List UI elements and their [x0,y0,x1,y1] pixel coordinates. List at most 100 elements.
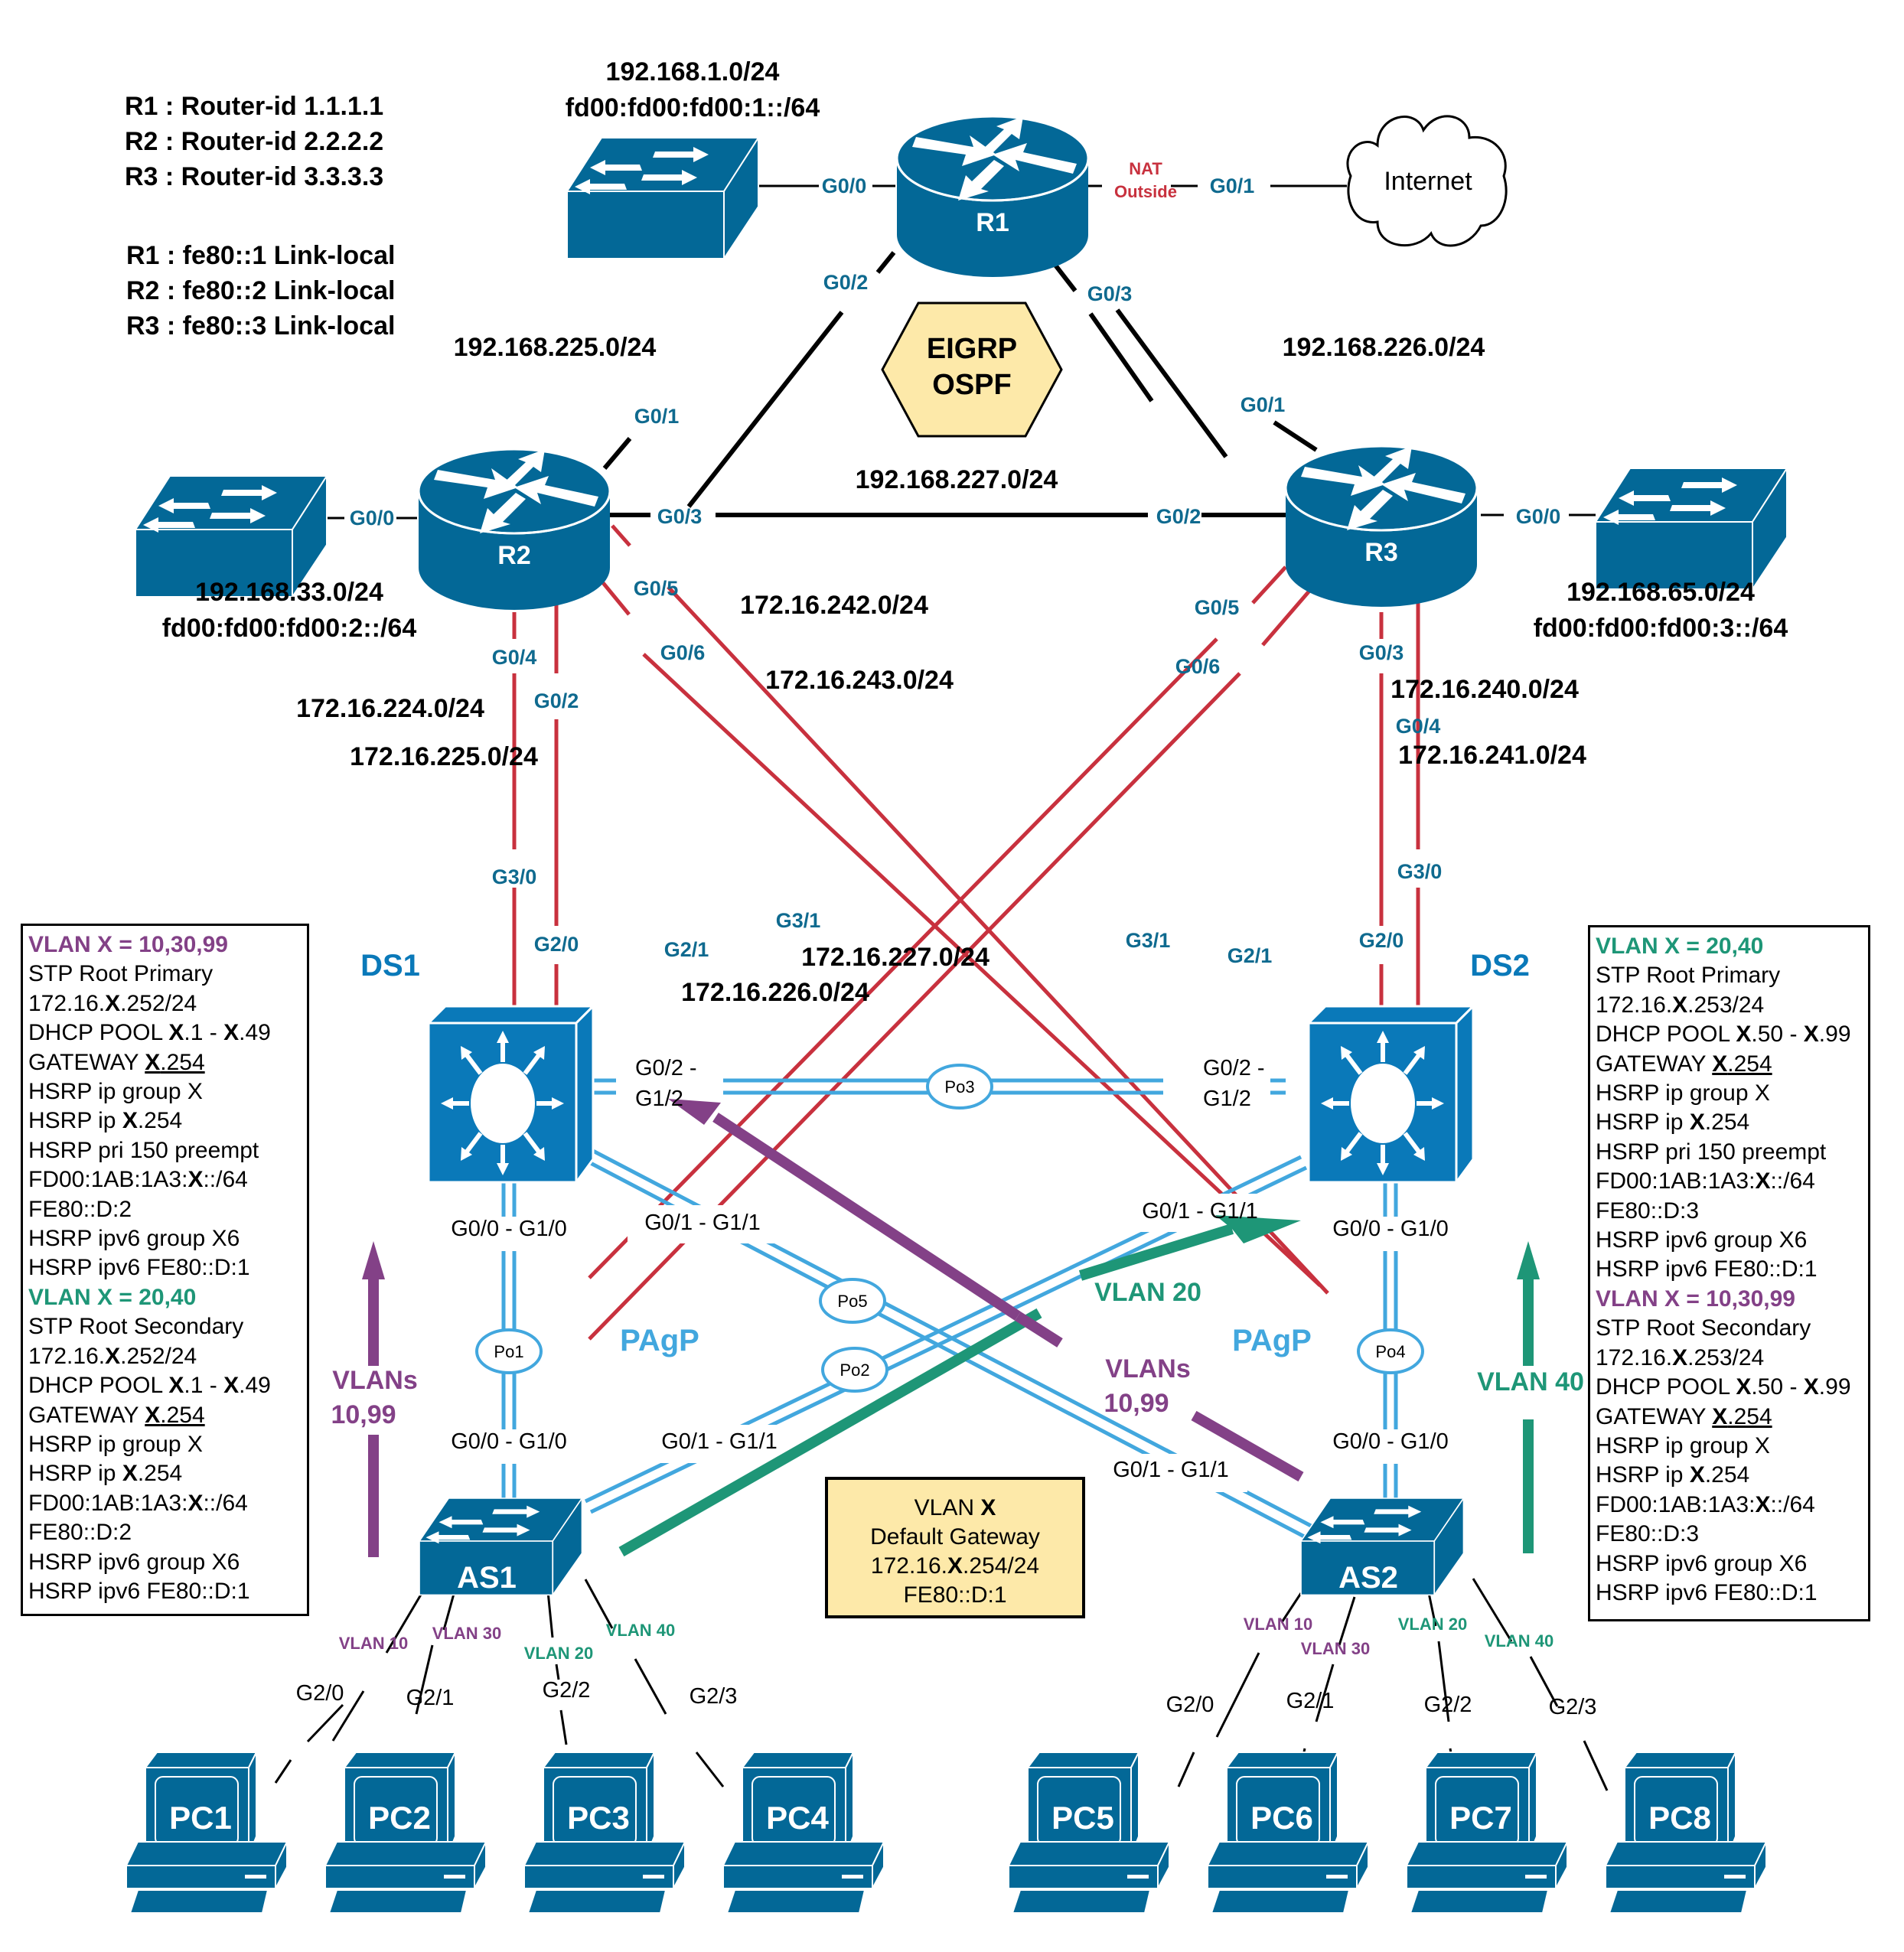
multilayer-switch-ds1[interactable] [429,1006,593,1182]
access-port-labels: VLAN 10 VLAN 30 VLAN 20 VLAN 40 G2/0 G2/… [296,1615,1597,1719]
as2-vlan20: VLAN 20 [1398,1615,1467,1634]
link-r1-r2 [686,311,844,508]
ds2-config-line: FD00:1AB:1A3:X::/64 [1596,1491,1815,1517]
link-local-r3: R3 : fe80::3 Link-local [126,311,395,341]
as2-port-g21: G2/1 [1286,1689,1335,1713]
pc8-label: PC8 [1648,1800,1711,1836]
port-r1-g01: G0/1 [1210,174,1255,197]
port-labels: G0/0 G0/1 G0/2 G0/3 G0/1 G0/1 G0/0 G0/3 … [350,174,1561,967]
port-r2-g03: G0/3 [657,505,703,528]
net-r2-ds1-a: 172.16.224.0/24 [296,694,484,723]
ds2-config-line: STP Root Secondary [1596,1315,1811,1341]
pc3-label: PC3 [567,1800,630,1836]
pc2-label: PC2 [368,1800,431,1836]
router-r2[interactable]: R2 [417,448,611,611]
ds2-config-line: DHCP POOL X.50 - X.99 [1596,1022,1851,1048]
net-r2-lan-v4: 192.168.33.0/24 [195,578,383,607]
vlan-flow-right: VLAN 40 [1477,1367,1584,1396]
lan-switch-r3[interactable] [1595,468,1788,590]
ds1-config-line: VLAN X = 10,30,99 [28,932,228,957]
link-r1-r3-mid [1115,308,1228,458]
pc-3[interactable]: PC3 [523,1752,686,1914]
pc1-label: PC1 [169,1800,232,1836]
po4-label: Po4 [1375,1342,1405,1361]
po5-label: Po5 [837,1292,867,1311]
router-r1[interactable]: R1 [895,115,1090,279]
net-r2-ds2-a: 172.16.242.0/24 [740,591,928,620]
as2-label: AS2 [1338,1561,1398,1595]
ds1-name: DS1 [360,949,420,983]
port-r1-g02: G0/2 [823,271,869,294]
access-switch-as1[interactable]: AS1 [419,1497,583,1596]
vlan-right-arrow-shaft-b [1523,1419,1534,1553]
ds1-config-line: HSRP ipv6 FE80::D:1 [28,1578,250,1604]
access-switch-as2[interactable]: AS2 [1300,1497,1465,1596]
net-r3-lan-v6: fd00:fd00:fd00:3::/64 [1534,614,1788,643]
internet-cloud[interactable]: Internet [1346,115,1508,247]
protocol-eigrp: EIGRP [927,333,1017,365]
vlan-flow-left-line2: 10,99 [331,1400,396,1429]
vlan20-arrow-head [1215,1215,1301,1243]
pc-4[interactable]: PC4 [722,1752,885,1914]
net-r2-ds1-b: 172.16.225.0/24 [350,742,538,771]
ds1-config-line: FE80::D:2 [28,1520,132,1546]
net-r3-ds1-a: 172.16.227.0/24 [801,943,989,972]
ds1-config-line: HSRP ipv6 FE80::D:1 [28,1255,250,1281]
as1-po2-ports: G0/1 - G1/1 [661,1429,778,1454]
ds2-name: DS2 [1470,949,1530,983]
vlan-flow-center-green: VLAN 20 [1094,1278,1201,1307]
as2-po5-ports: G0/1 - G1/1 [1113,1458,1229,1482]
port-r3-g02: G0/2 [1156,505,1201,528]
as1-port-g22: G2/2 [543,1678,591,1703]
lan-switch-r1[interactable] [566,137,759,259]
r1-label: R1 [976,208,1009,237]
ds2-po4-ports: G0/0 - G1/0 [1332,1217,1449,1241]
net-r2-ds2-b: 172.16.243.0/24 [765,666,954,695]
vlan10-arrow-shaft-b [1015,1312,1063,1347]
ds2-po3-ports-b: G1/2 [1203,1087,1251,1111]
ds1-config-line: FD00:1AB:1A3:X::/64 [28,1167,248,1193]
ds1-po1-ports: G0/0 - G1/0 [451,1217,567,1241]
net-r3-ds1-b: 172.16.226.0/24 [681,978,869,1007]
vlan-left-arrow-shaft-b [368,1435,379,1557]
ds2-config-line: 172.16.X.253/24 [1596,992,1765,1018]
port-r2-g04: G0/4 [492,646,537,669]
pc-5[interactable]: PC5 [1008,1752,1170,1914]
pc-6[interactable]: PC6 [1207,1752,1369,1914]
vlan20-arrow-shaft-a [618,1308,1042,1557]
multilayer-switch-ds2[interactable] [1309,1006,1473,1182]
vlan-flow-labels: VLANs 10,99 VLANs 10,99 VLAN 20 VLAN 40 [331,1278,1583,1429]
port-r3-g05: G0/5 [1195,596,1240,619]
pc-2[interactable]: PC2 [324,1752,487,1914]
po2-marker [821,1347,888,1393]
port-r3-g06: G0/6 [1175,655,1221,678]
as1-vlan10: VLAN 10 [339,1634,408,1653]
ds1-po3-ports-b: G1/2 [635,1087,683,1111]
ds1-config-line: STP Root Secondary [28,1314,244,1340]
as1-port-g21: G2/1 [406,1686,455,1710]
port-r3-g03: G0/3 [1359,641,1404,664]
r3-label: R3 [1364,538,1397,567]
port-r3-g01: G0/1 [1241,393,1286,416]
po1-marker [475,1328,543,1374]
link-r1-r2-bottom [602,437,632,470]
router-r3[interactable]: R3 [1284,445,1479,608]
pc-8[interactable]: PC8 [1605,1752,1767,1914]
r2-label: R2 [497,541,530,570]
as1-port-g23: G2/3 [690,1684,738,1709]
link-r1-r3-lower [1273,420,1318,452]
port-r2-g01: G0/1 [634,405,680,428]
pc-1[interactable]: PC1 [126,1752,288,1914]
default-gateway-note: VLAN X Default Gateway 172.16.X.254/24 F… [825,1477,1085,1618]
pc-7[interactable]: PC7 [1406,1752,1568,1914]
vlan-left-arrow-head [362,1241,385,1279]
as1-pc1-line [331,1690,365,1742]
ds2-config-line: HSRP ipv6 FE80::D:1 [1596,1256,1818,1282]
ds2-config-line: GATEWAY X.254 [1596,1051,1772,1077]
link-r1-r2-top [875,251,896,274]
protocol-ospf: OSPF [932,369,1011,401]
ds2-config-line: HSRP pri 150 preempt [1596,1139,1827,1165]
net-r1-r3: 192.168.226.0/24 [1283,333,1485,362]
ds2-po2-ports: G0/1 - G1/1 [1142,1199,1258,1224]
